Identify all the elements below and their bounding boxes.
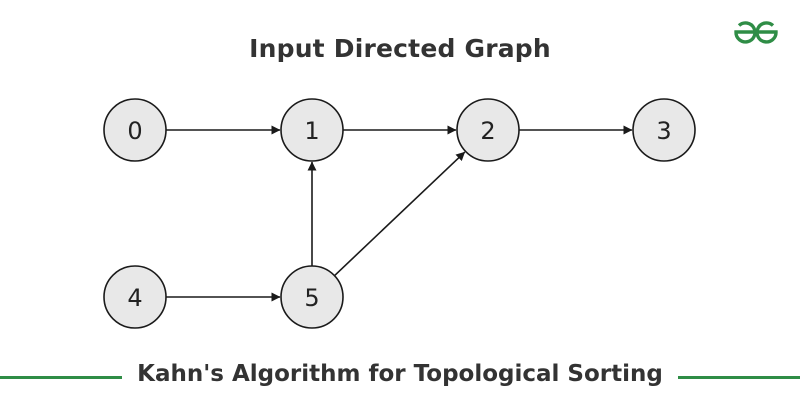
node-circle xyxy=(280,265,344,329)
edges-layer xyxy=(166,125,633,302)
diagram-subtitle: Kahn's Algorithm for Topological Sorting xyxy=(137,361,663,387)
graph-node-4: 4 xyxy=(103,265,167,329)
node-circle xyxy=(103,98,167,162)
graph-node-1: 1 xyxy=(280,98,344,162)
node-circle xyxy=(280,98,344,162)
node-label: 0 xyxy=(127,117,142,145)
gfg-logo-icon xyxy=(734,21,778,44)
graph-node-2: 2 xyxy=(456,98,520,162)
footer-divider-right xyxy=(678,376,800,379)
footer-divider-left xyxy=(0,376,122,379)
node-circle xyxy=(456,98,520,162)
edge-5-to-2 xyxy=(333,151,466,277)
node-label: 5 xyxy=(304,284,319,312)
node-label: 2 xyxy=(480,117,495,145)
node-label: 3 xyxy=(656,117,671,145)
node-label: 1 xyxy=(304,117,319,145)
graph-node-0: 0 xyxy=(103,98,167,162)
graph-node-5: 5 xyxy=(280,265,344,329)
graph-node-3: 3 xyxy=(632,98,696,162)
node-circle xyxy=(103,265,167,329)
page-title: Input Directed Graph xyxy=(249,34,551,63)
node-label: 4 xyxy=(127,284,142,312)
node-circle xyxy=(632,98,696,162)
nodes-layer: 0 1 2 3 4 5 xyxy=(103,98,696,329)
